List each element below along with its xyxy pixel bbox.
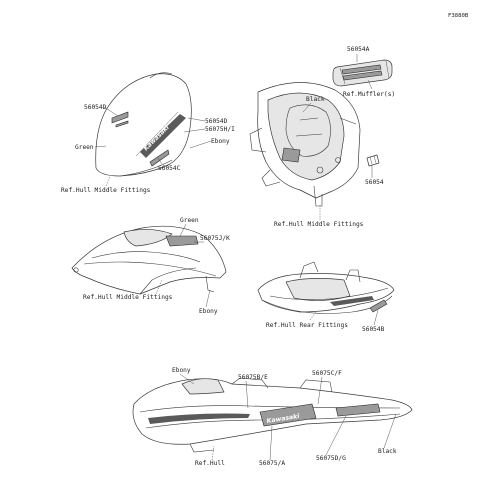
label-56075cf: 56075C/F [312, 370, 342, 377]
figure-id: F3880B [448, 13, 469, 19]
front-cover-part[interactable]: Kawasaki [95, 72, 192, 177]
label-ebony-1: Ebony [211, 138, 230, 145]
label-black-top: Black [306, 96, 325, 103]
label-56054d-left: 56054D [84, 104, 107, 111]
label-56054b: 56054B [362, 326, 385, 333]
label-green-2: Green [180, 217, 199, 224]
label-green-1: Green [75, 144, 94, 151]
label-black-bottom: Black [378, 448, 397, 455]
side-panel-part[interactable] [71, 225, 227, 295]
label-56075jk: 56075J/K [200, 235, 230, 242]
label-ref-hull-middle-3: Ref.Hull Middle Fittings [83, 294, 173, 301]
label-56075hi: 56075H/I [205, 126, 235, 133]
label-56075be: 56075B/E [238, 374, 268, 381]
label-ebony-3: Ebony [172, 367, 191, 374]
decal-56054b[interactable] [369, 299, 388, 313]
label-ref-hull: Ref.Hull [195, 460, 225, 467]
label-56075dg: 56075D/G [316, 455, 346, 462]
label-ref-hull-middle-2: Ref.Hull Middle Fittings [61, 187, 151, 194]
muffler-decal-56054a[interactable] [332, 59, 393, 87]
hull-rear-fittings-part[interactable] [257, 261, 395, 314]
hull-middle-fittings-part[interactable] [249, 82, 361, 207]
label-56054d-right: 56054D [205, 118, 228, 125]
decal-56054[interactable] [366, 154, 380, 167]
label-56075a: 56075/A [259, 460, 285, 467]
label-ref-hull-rear: Ref.Hull Rear Fittings [266, 322, 348, 329]
label-56054c: 56054C [158, 165, 181, 172]
label-56054: 56054 [365, 179, 384, 186]
hull-part[interactable]: Kawasaki [132, 377, 413, 453]
label-56054a: 56054A [347, 46, 370, 53]
label-ref-hull-middle-1: Ref.Hull Middle Fittings [274, 221, 364, 228]
label-ref-muffler: Ref.Muffler(s) [343, 91, 395, 98]
label-ebony-2: Ebony [199, 308, 218, 315]
